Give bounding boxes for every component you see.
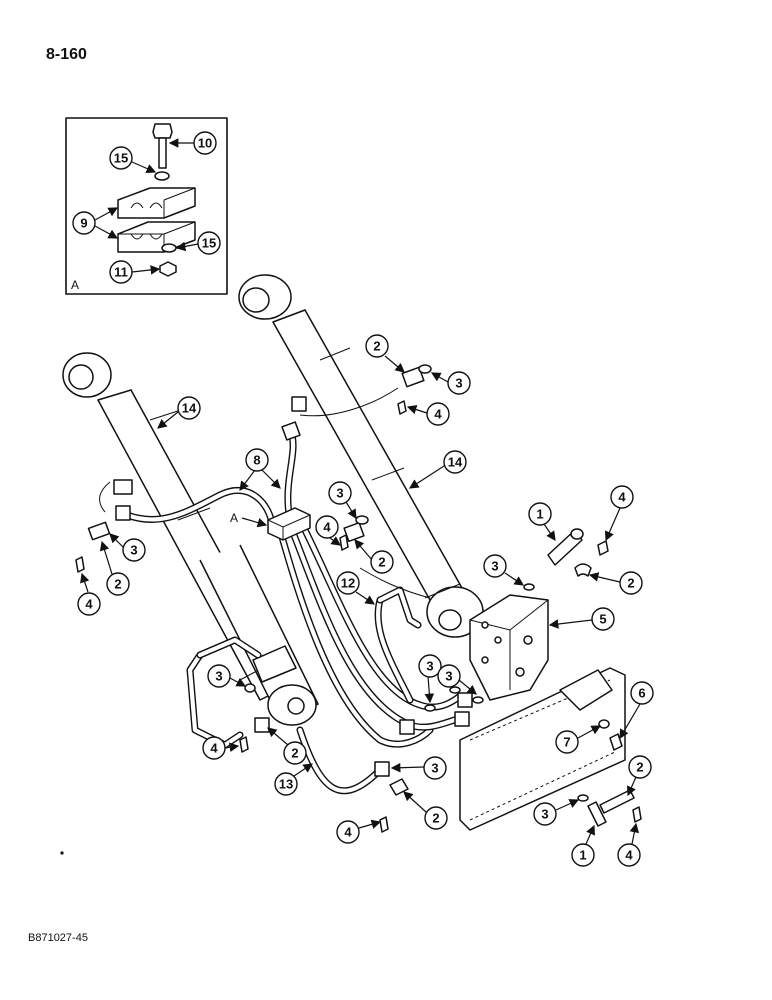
clamp-half-upper <box>117 187 196 219</box>
svg-text:3: 3 <box>215 669 222 684</box>
callout-3: 3 <box>390 756 447 780</box>
callout-2: 2 <box>365 334 405 373</box>
valve-block <box>469 594 549 701</box>
svg-text:10: 10 <box>198 136 212 151</box>
svg-text:2: 2 <box>373 339 380 354</box>
svg-text:3: 3 <box>426 659 433 674</box>
callout-14: 14 <box>408 450 467 489</box>
svg-text:15: 15 <box>202 236 216 251</box>
svg-text:15: 15 <box>114 151 128 166</box>
callout-2: 2 <box>99 540 130 596</box>
svg-text:2: 2 <box>636 760 643 775</box>
callout-3: 3 <box>437 664 477 695</box>
callout-3: 3 <box>430 371 471 395</box>
svg-text:3: 3 <box>541 807 548 822</box>
callout-13: 13 <box>274 763 313 796</box>
callout-2: 2 <box>267 727 307 765</box>
hydraulic-hoses <box>99 387 466 795</box>
callout-3: 3 <box>483 554 524 586</box>
detail-box-label: A <box>71 278 79 292</box>
callout-14: 14 <box>157 396 201 429</box>
svg-text:3: 3 <box>491 559 498 574</box>
svg-text:4: 4 <box>323 520 331 535</box>
callout-7: 7 <box>555 725 602 754</box>
callout-4: 4 <box>406 402 450 426</box>
callout-2: 2 <box>588 571 643 595</box>
svg-text:11: 11 <box>114 265 128 280</box>
svg-text:5: 5 <box>599 612 606 627</box>
drawing-reference: B871027-45 <box>28 932 88 944</box>
svg-text:14: 14 <box>448 455 463 470</box>
clamp-half-lower <box>117 221 196 253</box>
svg-text:4: 4 <box>434 407 442 422</box>
svg-text:4: 4 <box>344 825 352 840</box>
hydraulic-cylinder-right <box>238 274 484 638</box>
hydraulic-cylinder-left <box>62 352 319 726</box>
svg-text:4: 4 <box>625 848 633 863</box>
callout-3: 3 <box>533 799 580 826</box>
svg-text:13: 13 <box>279 777 293 792</box>
callout-5: 5 <box>548 607 615 631</box>
callout-12: 12 <box>336 571 375 605</box>
callout-4: 4 <box>604 485 634 542</box>
detail-box-a: A <box>65 117 228 295</box>
callout-11: 11 <box>109 260 161 284</box>
svg-text:1: 1 <box>536 507 543 522</box>
callout-3: 3 <box>109 533 146 562</box>
callout-9: 9 <box>72 207 119 239</box>
nut-part <box>159 261 177 277</box>
speck <box>60 851 64 855</box>
page-number: 8-160 <box>46 46 87 63</box>
svg-text:3: 3 <box>336 486 343 501</box>
callout-4: 4 <box>77 572 101 616</box>
svg-text:3: 3 <box>455 376 462 391</box>
callout-1: 1 <box>571 824 595 867</box>
bolt-part <box>152 123 173 169</box>
svg-text:2: 2 <box>627 576 634 591</box>
callout-6: 6 <box>619 681 654 740</box>
callout-4: 4 <box>202 736 240 760</box>
svg-text:7: 7 <box>563 735 570 750</box>
callout-2: 2 <box>354 539 394 574</box>
svg-text:3: 3 <box>431 761 438 776</box>
svg-text:3: 3 <box>445 669 452 684</box>
callout-2: 2 <box>627 755 652 797</box>
svg-text:12: 12 <box>341 576 355 591</box>
svg-text:1: 1 <box>579 848 586 863</box>
washer-part <box>161 243 177 253</box>
svg-text:3: 3 <box>130 543 137 558</box>
svg-text:4: 4 <box>85 597 93 612</box>
callout-2: 2 <box>403 791 448 830</box>
callout-1: 1 <box>528 502 556 541</box>
washer-part <box>154 171 170 181</box>
callout-15: 15 <box>109 146 157 174</box>
hose-clamp <box>267 507 311 541</box>
fittings <box>75 364 642 833</box>
view-ref-label: A <box>230 511 238 525</box>
svg-text:2: 2 <box>432 811 439 826</box>
callout-10: 10 <box>168 131 217 155</box>
svg-text:2: 2 <box>114 577 121 592</box>
callout-4: 4 <box>315 515 341 546</box>
svg-text:8: 8 <box>253 453 260 468</box>
svg-text:14: 14 <box>182 401 197 416</box>
mounting-plate <box>459 667 626 831</box>
callout-4: 4 <box>617 822 641 867</box>
callout-3: 3 <box>328 481 357 520</box>
svg-text:4: 4 <box>618 490 626 505</box>
callout-4: 4 <box>336 819 382 844</box>
callout-8: 8 <box>239 448 281 491</box>
svg-text:2: 2 <box>378 555 385 570</box>
callout-3: 3 <box>207 664 247 688</box>
svg-text:2: 2 <box>291 746 298 761</box>
svg-text:6: 6 <box>638 686 645 701</box>
callout-15: 15 <box>175 231 221 255</box>
svg-text:4: 4 <box>210 741 218 756</box>
svg-text:9: 9 <box>80 216 87 231</box>
